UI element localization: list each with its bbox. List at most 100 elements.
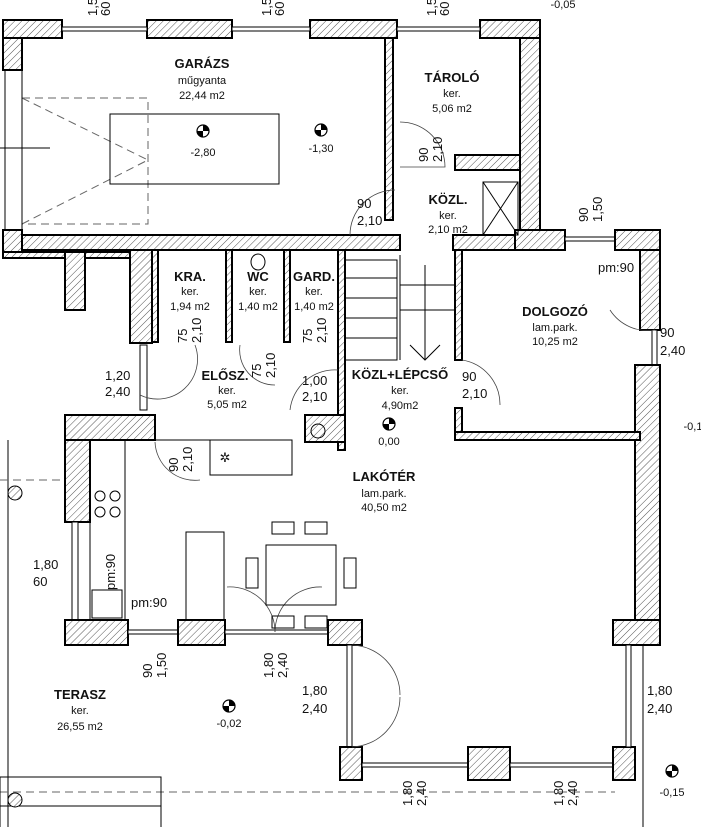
room-area: 1,94 m2: [170, 301, 210, 313]
garage-door: [0, 69, 280, 231]
dim-width: 1,5: [259, 0, 274, 16]
parapet-label: pm:90: [598, 260, 634, 275]
dim-width: 1,80: [261, 653, 276, 678]
walls: [2, 19, 661, 781]
room-area: 2,10 m2: [428, 224, 468, 236]
dim-height: 2,10: [302, 389, 327, 404]
room-name-lakoter: LAKÓTÉR: [353, 469, 416, 484]
room-name-kra: KRA.: [174, 269, 206, 284]
dim-width: 1,5: [424, 0, 439, 16]
parapet-label: pm:90: [131, 595, 167, 610]
opening-dimensions: 90 2,10 1,20 2,40 1,00 2,10 90 2,10 90 2…: [33, 196, 685, 716]
dim-height: 2,40: [302, 701, 327, 716]
room-area: 1,40 m2: [238, 301, 278, 313]
room-area: 4,90m2: [382, 400, 419, 412]
dim-width: 1,80: [302, 683, 327, 698]
fan-icon: ✲: [220, 450, 231, 465]
room-name-tarolo: TÁROLÓ: [425, 70, 480, 85]
dim-height: 2,10: [357, 213, 382, 228]
room-floor: ker.: [391, 385, 409, 397]
column-icon: [7, 792, 23, 808]
room-floor: lam.park.: [361, 488, 406, 500]
dim-width: 75: [249, 364, 264, 378]
stove-icon: [94, 490, 106, 502]
dim-height: 2,10: [462, 386, 487, 401]
level-markers: -2,80 -1,30 0,00 -0,02 -0,15 -0,05 -0,1: [190, 0, 701, 799]
dim-height: 2,40: [565, 781, 580, 806]
room-name-garazs: GARÁZS: [175, 56, 230, 71]
dim-width: 90: [357, 196, 371, 211]
dim-height: 2,10: [263, 353, 278, 378]
dim-height: 60: [272, 2, 287, 16]
dim-width: 1,5: [85, 0, 100, 16]
car-outline: [109, 113, 280, 185]
dim-width: 1,80: [551, 781, 566, 806]
dim-width: 90: [416, 148, 431, 162]
dim-height: 2,40: [414, 781, 429, 806]
room-area: 5,06 m2: [432, 103, 472, 115]
dining-table: [265, 544, 337, 606]
level-icon: [222, 699, 236, 713]
dim-width: 90: [462, 369, 476, 384]
level-label: -2,80: [190, 147, 215, 159]
room-floor: ker.: [439, 210, 457, 222]
dim-height: 2,10: [189, 318, 204, 343]
level-label: -0,02: [216, 718, 241, 730]
dim-height: 60: [33, 574, 47, 589]
dim-height: 2,40: [660, 343, 685, 358]
dim-height: 2,40: [647, 701, 672, 716]
dim-height: 2,10: [180, 447, 195, 472]
dim-height: 2,40: [275, 653, 290, 678]
level-icon: [665, 764, 679, 778]
room-floor: ker.: [71, 705, 89, 717]
dim-height: 1,50: [590, 197, 605, 222]
level-label: -1,30: [308, 143, 333, 155]
parapet-label: pm:90: [103, 554, 118, 590]
terrace-outline: [0, 440, 644, 827]
room-area: 26,55 m2: [57, 721, 103, 733]
room-floor: ker.: [249, 286, 267, 298]
room-floor: lam.park.: [532, 322, 577, 334]
staircase: [344, 181, 519, 361]
dim-width: 1,80: [33, 557, 58, 572]
dim-height: 2,10: [314, 318, 329, 343]
level-label: -0,1: [684, 421, 701, 433]
dim-height: 2,40: [105, 384, 130, 399]
level-label: -0,15: [659, 787, 684, 799]
sink-icon: [91, 589, 123, 619]
room-area: 5,05 m2: [207, 399, 247, 411]
dim-width: 1,80: [647, 683, 672, 698]
room-area: 40,50 m2: [361, 502, 407, 514]
dim-width: 75: [300, 329, 315, 343]
room-floor: műgyanta: [178, 75, 227, 87]
dim-height: 60: [437, 2, 452, 16]
boiler-icon: [310, 423, 326, 439]
room-name-kozl-lepcso: KÖZL+LÉPCSŐ: [352, 367, 448, 382]
dim-width: 90: [166, 458, 181, 472]
level-label: 0,00: [378, 436, 399, 448]
dim-height: 60: [98, 2, 113, 16]
room-floor: ker.: [305, 286, 323, 298]
dim-width: 90: [660, 325, 674, 340]
dim-height: 1,50: [154, 653, 169, 678]
toilet-icon: [250, 253, 266, 271]
room-area: 22,44 m2: [179, 90, 225, 102]
dim-width: 90: [576, 208, 591, 222]
dim-width: 75: [175, 329, 190, 343]
room-name-terasz: TERASZ: [54, 687, 106, 702]
kitchen-counter: [89, 439, 126, 621]
room-floor: ker.: [443, 88, 461, 100]
column-icon: [7, 485, 23, 501]
level-icon: [382, 417, 396, 431]
room-name-dolgozo: DOLGOZÓ: [522, 304, 588, 319]
room-name-wc: WC: [247, 269, 269, 284]
room-floor: ker.: [218, 385, 236, 397]
dim-height: 2,10: [430, 137, 445, 162]
room-area: 1,40 m2: [294, 301, 334, 313]
dim-width: 1,00: [302, 373, 327, 388]
kitchen-island: [185, 531, 225, 621]
room-name-kozl: KÖZL.: [429, 192, 468, 207]
level-icon: [196, 124, 210, 138]
furniture: ✲: [89, 253, 357, 629]
